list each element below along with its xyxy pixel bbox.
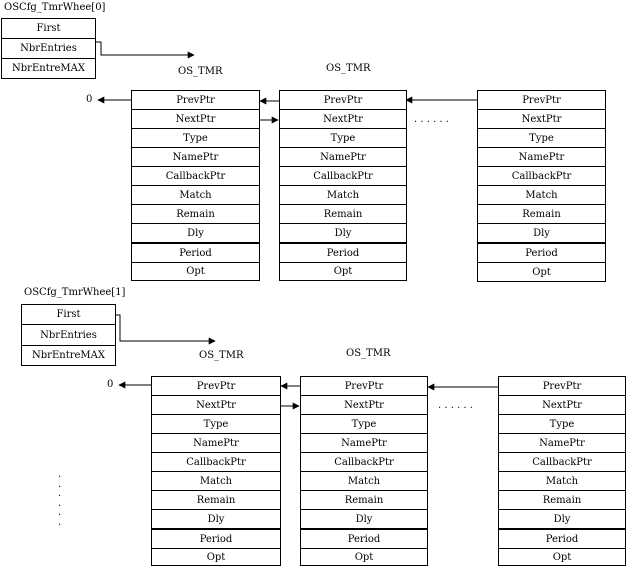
node-title: OS_TMR [178,66,223,77]
node-field-remain: Remain [132,205,259,224]
node-field-callbackptr: CallbackPtr [478,167,605,186]
continuation-dots: . . . . . . [58,469,62,528]
node-title: OS_TMR [326,63,371,74]
node-field-nextptr: NextPtr [132,110,259,129]
node-field-nextptr: NextPtr [152,396,280,415]
node-field-dly: Dly [301,510,427,530]
ellipsis-dots: . . . . . . [414,114,449,125]
first-pointer-arrow [96,41,195,59]
node-field-dly: Dly [499,510,625,530]
wheel-field-nbr-entries: NbrEntries [2,39,95,59]
node-field-callbackptr: CallbackPtr [280,167,406,186]
node-field-type: Type [280,129,406,148]
os-tmr-node: PrevPtr NextPtr Type NamePtr CallbackPtr… [151,376,281,566]
null-terminator-label: 0 [86,94,93,105]
node-field-opt: Opt [552,551,572,563]
node-field-nameptr: NamePtr [301,434,427,453]
node-field-remain: Remain [301,491,427,510]
wheel-field-nbr-entries-max: NbrEntreMAX [32,350,105,361]
node-field-period: Period [132,244,259,263]
wheel-field-nbr-entries: NbrEntries [22,325,115,346]
wheel-field-nbr-entries-max: NbrEntreMAX [12,63,85,74]
node-field-nameptr: NamePtr [499,434,625,453]
null-terminator-label: 0 [107,379,114,390]
node-field-callbackptr: CallbackPtr [152,453,280,472]
node-field-period: Period [301,530,427,549]
ellipsis-dots: . . . . . . [438,400,473,411]
node-field-dly: Dly [132,224,259,244]
node-field-type: Type [301,415,427,434]
node-field-remain: Remain [478,205,605,224]
node-field-remain: Remain [152,491,280,510]
node-field-prevptr: PrevPtr [132,91,259,110]
node-field-type: Type [499,415,625,434]
node-field-match: Match [152,472,280,491]
node-field-period: Period [478,244,605,263]
node-field-dly: Dly [152,510,280,530]
wheel-field-first: First [22,305,115,325]
node-field-prevptr: PrevPtr [152,377,280,396]
first-pointer-arrow [116,314,216,345]
node-field-opt: Opt [206,551,226,563]
node-field-nextptr: NextPtr [478,110,605,129]
node-field-match: Match [132,186,259,205]
node-field-dly: Dly [478,224,605,244]
node-field-nextptr: NextPtr [280,110,406,129]
node-field-match: Match [301,472,427,491]
node-field-callbackptr: CallbackPtr [499,453,625,472]
node-field-nextptr: NextPtr [499,396,625,415]
node-field-period: Period [152,530,280,549]
node-title: OS_TMR [346,348,391,359]
node-field-nameptr: NamePtr [280,148,406,167]
node-field-match: Match [478,186,605,205]
node-field-remain: Remain [280,205,406,224]
node-field-match: Match [499,472,625,491]
timer-wheel-label: OSCfg_TmrWhee[0] [4,2,106,13]
node-field-period: Period [499,530,625,549]
os-tmr-node: PrevPtr NextPtr Type NamePtr CallbackPtr… [279,90,407,281]
os-tmr-node: PrevPtr NextPtr Type NamePtr CallbackPtr… [477,90,606,282]
node-field-prevptr: PrevPtr [301,377,427,396]
node-field-opt: Opt [532,266,551,278]
node-field-callbackptr: CallbackPtr [301,453,427,472]
node-field-type: Type [152,415,280,434]
node-field-nameptr: NamePtr [478,148,605,167]
timer-wheel-label: OSCfg_TmrWhee[1] [24,287,126,298]
node-field-dly: Dly [280,224,406,244]
node-field-nextptr: NextPtr [301,396,427,415]
node-field-prevptr: PrevPtr [499,377,625,396]
os-tmr-node: PrevPtr NextPtr Type NamePtr CallbackPtr… [498,376,626,566]
node-field-prevptr: PrevPtr [478,91,605,110]
timer-wheel-struct: First NbrEntries NbrEntreMAX [21,304,116,366]
node-field-period: Period [280,244,406,263]
os-tmr-node: PrevPtr NextPtr Type NamePtr CallbackPtr… [300,376,428,566]
node-field-nameptr: NamePtr [132,148,259,167]
node-field-callbackptr: CallbackPtr [132,167,259,186]
wheel-field-first: First [2,19,95,39]
node-field-nameptr: NamePtr [152,434,280,453]
timer-wheel-struct: First NbrEntries NbrEntreMAX [1,18,96,79]
node-field-prevptr: PrevPtr [280,91,406,110]
node-field-remain: Remain [499,491,625,510]
node-field-match: Match [280,186,406,205]
node-field-opt: Opt [186,266,205,277]
node-field-type: Type [132,129,259,148]
os-tmr-node: PrevPtr NextPtr Type NamePtr CallbackPtr… [131,90,260,281]
node-title: OS_TMR [199,350,244,361]
node-field-opt: Opt [333,266,353,277]
node-field-type: Type [478,129,605,148]
node-field-opt: Opt [354,551,374,563]
